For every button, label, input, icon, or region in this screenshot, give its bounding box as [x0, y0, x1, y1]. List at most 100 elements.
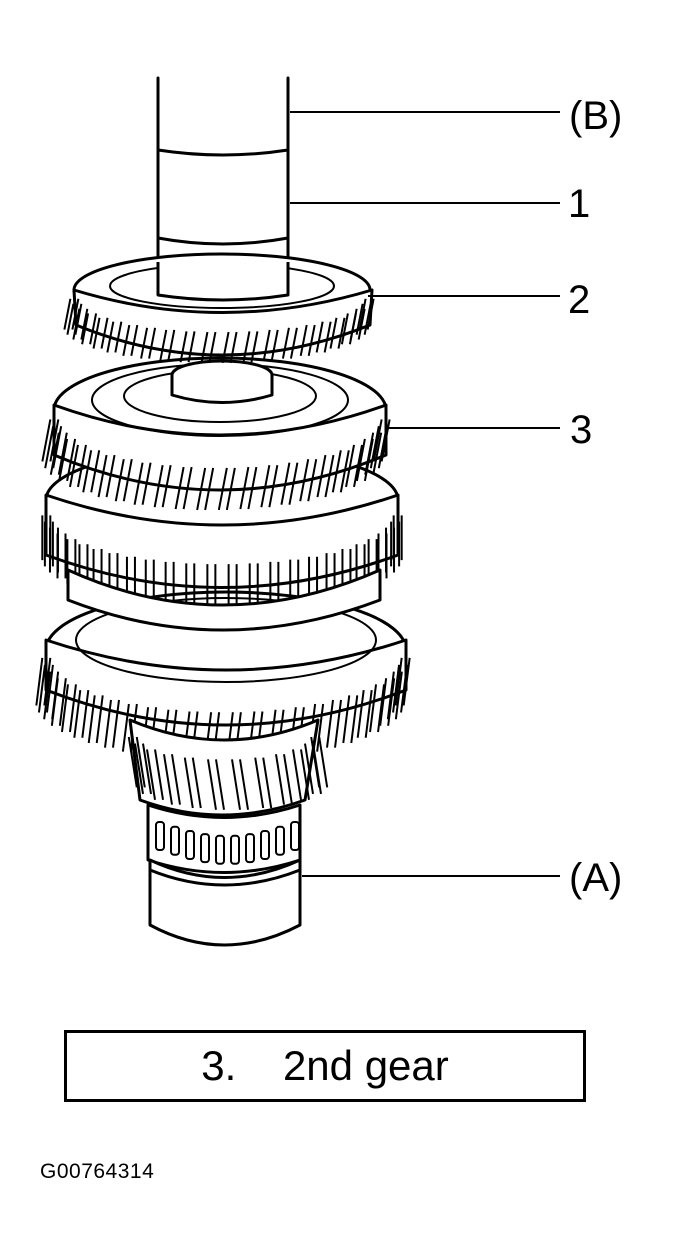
gear-tooth [134, 743, 152, 795]
gear-tooth [163, 754, 181, 805]
gear-tooth [127, 736, 146, 788]
gear-tooth [68, 444, 87, 488]
gear-tooth [133, 462, 152, 505]
gear-tooth [281, 327, 298, 359]
spline-tooth [170, 825, 180, 856]
gear-tooth [239, 466, 258, 510]
caption-text: 2nd gear [282, 1042, 449, 1089]
gear-tooth [345, 444, 364, 488]
gear-tooth [183, 757, 202, 809]
gear-tooth [372, 419, 391, 462]
gear-tooth [179, 331, 196, 363]
gear-tooth [242, 331, 259, 363]
gear-tooth [35, 657, 52, 706]
gear-tooth [44, 425, 63, 469]
gear-tooth [87, 695, 104, 744]
gear-tooth [60, 684, 77, 733]
gear-tooth [185, 563, 196, 609]
gear-tooth [50, 678, 67, 726]
gear-shaft-illustration: .ink { fill: none; stroke: #000; stroke-… [35, 76, 560, 947]
gear-tooth [390, 521, 401, 567]
gear-tooth [221, 331, 238, 364]
gear-tooth [392, 664, 409, 713]
gear-tooth [386, 671, 403, 720]
gear-tooth [310, 736, 329, 788]
gear-tooth [299, 324, 316, 357]
gear-tooth [63, 298, 80, 330]
gear-tooth [146, 749, 164, 800]
gear-tooth [364, 432, 383, 475]
gear-tooth [292, 749, 310, 800]
callout-1: 1 [568, 182, 591, 226]
gear-tooth [315, 321, 332, 353]
callout-b: (B) [569, 94, 623, 138]
top-gear-2 [63, 252, 375, 364]
gear-tooth [299, 459, 318, 502]
gear-tooth [231, 759, 249, 810]
gear-tooth [122, 324, 139, 357]
gear-tooth [329, 317, 346, 349]
gear-tooth [153, 465, 172, 508]
gear-tooth [207, 759, 225, 810]
gear-tooth [316, 454, 335, 498]
leader-lines [290, 111, 560, 877]
gear-tooth [72, 308, 89, 340]
gear-tooth [82, 450, 101, 493]
upper-shaft [156, 76, 290, 264]
gear-tooth [248, 563, 259, 609]
gear-tooth [379, 678, 396, 726]
gear-tooth [254, 757, 273, 809]
gear-tooth [114, 459, 133, 502]
pinion-gear [127, 718, 329, 817]
gear-tooth [342, 695, 359, 744]
gear-tooth [174, 466, 193, 510]
gear-tooth [369, 684, 386, 733]
gear-tooth [206, 564, 217, 609]
gear-tooth [392, 515, 403, 561]
gear-tooth [394, 657, 411, 706]
spline-tooth [290, 821, 300, 851]
gear-tooth [43, 521, 54, 567]
spline-tooth [215, 834, 225, 865]
gear-tooth [369, 425, 388, 469]
spline-tooth [230, 834, 240, 865]
second-gear-3 [41, 356, 391, 511]
gear-tooth [41, 419, 60, 462]
gear-tooth [106, 321, 123, 353]
gear-tooth [262, 329, 279, 361]
gear-tooth [49, 432, 68, 475]
gear-tooth [260, 465, 279, 508]
gear-tooth [159, 329, 176, 361]
gear-tooth [81, 313, 98, 345]
figure-id: G00764314 [40, 1160, 155, 1183]
gear-tooth [56, 533, 67, 579]
gear-tooth [97, 454, 116, 498]
spline-tooth [185, 829, 195, 860]
spline-tooth [260, 829, 270, 860]
gear-tooth [200, 331, 217, 364]
callout-3: 3 [570, 408, 593, 452]
gear-tooth [37, 664, 54, 713]
gear-tooth [275, 754, 293, 805]
gear-tooth [73, 690, 90, 738]
gear-tooth [331, 450, 350, 493]
callout-a: (A) [569, 856, 623, 900]
spline-tooth [275, 825, 285, 856]
gear-tooth [196, 467, 215, 511]
spline-tooth [200, 833, 210, 864]
splined-section [146, 803, 302, 874]
caption-number: 3. [201, 1042, 237, 1089]
gear-tooth [217, 467, 236, 511]
gear-tooth [140, 327, 157, 359]
gear-tooth [326, 699, 343, 748]
gear-tooth [356, 690, 373, 738]
callout-2: 2 [568, 278, 591, 322]
gear-tooth [280, 462, 299, 505]
caption-box: 3. 2nd gear [64, 1030, 586, 1102]
gear-tooth [66, 303, 83, 335]
gear-tooth [92, 317, 109, 349]
gear-tooth [227, 564, 238, 609]
gear-tooth [355, 303, 372, 335]
gear-tooth [358, 298, 375, 330]
shaft-end-cap [148, 858, 302, 947]
